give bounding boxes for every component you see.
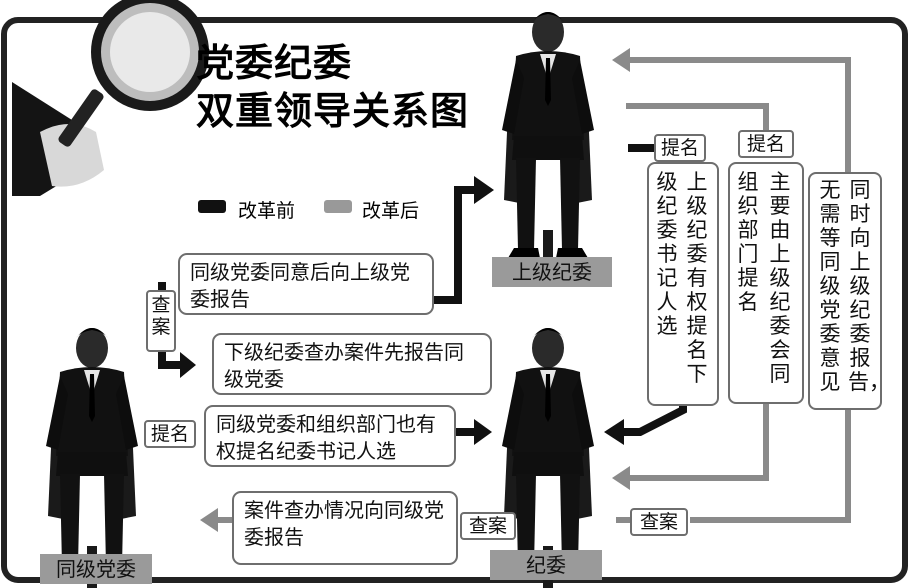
org-dept-col1: 主要由上级纪委会同 (769, 170, 791, 386)
report-direct-col1: 同时向上级纪委报告， (848, 178, 890, 394)
diagram-title-line1: 党委纪委 (196, 41, 353, 85)
org-dept-col2: 组织部门提名 (737, 170, 759, 314)
nominate-peer-box: 同级党委和组织部门也有权提名纪委书记人选 (204, 405, 456, 467)
peer-party-label: 同级党委 (40, 554, 152, 584)
investigate-tag-right: 查案 (630, 508, 688, 536)
legend-before-label: 改革前 (238, 200, 296, 222)
case-report-box: 案件查办情况向同级党委报告 (232, 491, 458, 565)
seated-official-icon (498, 328, 598, 588)
upper-commission-label: 上级纪委 (492, 257, 612, 287)
nominate-tag-gray: 提名 (738, 130, 794, 158)
magnifying-glass-icon (12, 0, 209, 196)
nominate-tag-black: 提名 (654, 134, 706, 162)
upper-nominate-col1: 上级纪委有权提名下 (686, 170, 708, 386)
report-peer-box: 下级纪委查办案件先报告同级党委 (212, 333, 492, 395)
upper-nominate-col2: 级纪委书记人选 (656, 170, 678, 338)
report-upper-box: 同级党委同意后向上级党委报告 (178, 253, 434, 315)
report-direct-col2: 无需等同级党委意见 (819, 178, 841, 394)
org-dept-box: 主要由上级纪委会同 组织部门提名 (728, 162, 804, 404)
upper-nominate-box: 上级纪委有权提名下 级纪委书记人选 (647, 162, 719, 406)
diagram-title-line2: 双重领导关系图 (196, 89, 470, 133)
investigate-tag-bottom: 查案 (460, 512, 516, 540)
investigate-tag-left: 查案 (146, 290, 176, 352)
nominate-tag-left: 提名 (144, 420, 196, 448)
report-direct-box: 同时向上级纪委报告， 无需等同级党委意见 (808, 172, 890, 410)
legend-after-label: 改革后 (362, 200, 420, 222)
seated-official-icon (498, 12, 598, 282)
commission-label: 纪委 (490, 550, 602, 580)
seated-official-icon (42, 328, 142, 588)
